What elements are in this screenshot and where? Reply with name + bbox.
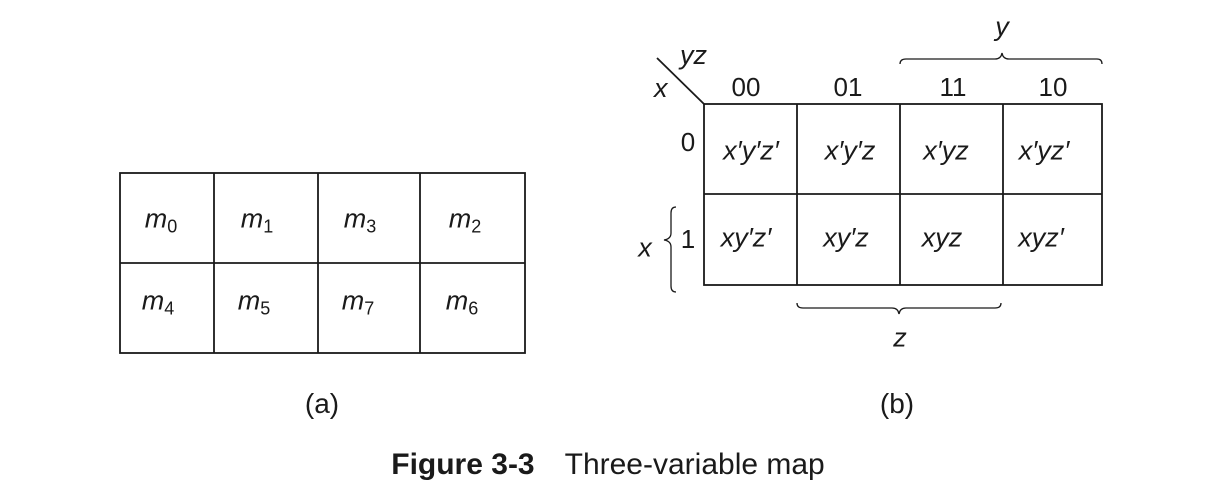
minterm-cell: m1 bbox=[240, 203, 274, 237]
figure-number: Figure 3-3 bbox=[391, 448, 535, 481]
column-header: 11 bbox=[939, 72, 967, 102]
subfigure-b-label: (b) bbox=[879, 388, 915, 419]
row-header: 1 bbox=[680, 224, 696, 254]
figure-caption: Figure 3-3 Three-variable map bbox=[0, 450, 1216, 480]
z-brace bbox=[796, 302, 1002, 315]
minterm-cell: m7 bbox=[341, 285, 375, 319]
map-cell: x′y′z′ bbox=[723, 135, 779, 166]
y-brace-label: y bbox=[995, 11, 1009, 42]
map-cell: xyz bbox=[921, 222, 963, 253]
map-a-grid bbox=[119, 172, 526, 354]
map-cell: xyz′ bbox=[1018, 222, 1064, 253]
figure-title: Three-variable map bbox=[564, 448, 825, 481]
z-brace-label: z bbox=[893, 322, 907, 353]
column-header: 10 bbox=[1038, 72, 1068, 102]
minterm-cell: m2 bbox=[448, 203, 482, 237]
x-brace-label: x bbox=[638, 232, 652, 263]
minterm-cell: m4 bbox=[141, 285, 175, 319]
map-cell: x′yz′ bbox=[1018, 135, 1070, 166]
column-variables-label: yz bbox=[680, 40, 707, 70]
x-brace bbox=[663, 206, 677, 293]
column-header: 01 bbox=[833, 72, 863, 102]
minterm-cell: m3 bbox=[343, 203, 377, 237]
minterm-cell: m6 bbox=[445, 285, 479, 319]
map-cell: xy′z bbox=[823, 222, 869, 253]
row-header: 0 bbox=[680, 127, 696, 157]
y-brace bbox=[899, 52, 1103, 65]
map-b-grid bbox=[703, 103, 1103, 286]
subfigure-a-label: (a) bbox=[304, 388, 340, 419]
map-cell: x′yz bbox=[923, 135, 969, 166]
minterm-cell: m0 bbox=[144, 203, 178, 237]
minterm-cell: m5 bbox=[237, 285, 271, 319]
corner-diagonal bbox=[656, 57, 705, 105]
row-variable-label: x bbox=[654, 73, 668, 103]
map-cell: x′y′z bbox=[824, 135, 876, 166]
column-header: 00 bbox=[731, 72, 761, 102]
map-cell: xy′z′ bbox=[720, 222, 772, 253]
